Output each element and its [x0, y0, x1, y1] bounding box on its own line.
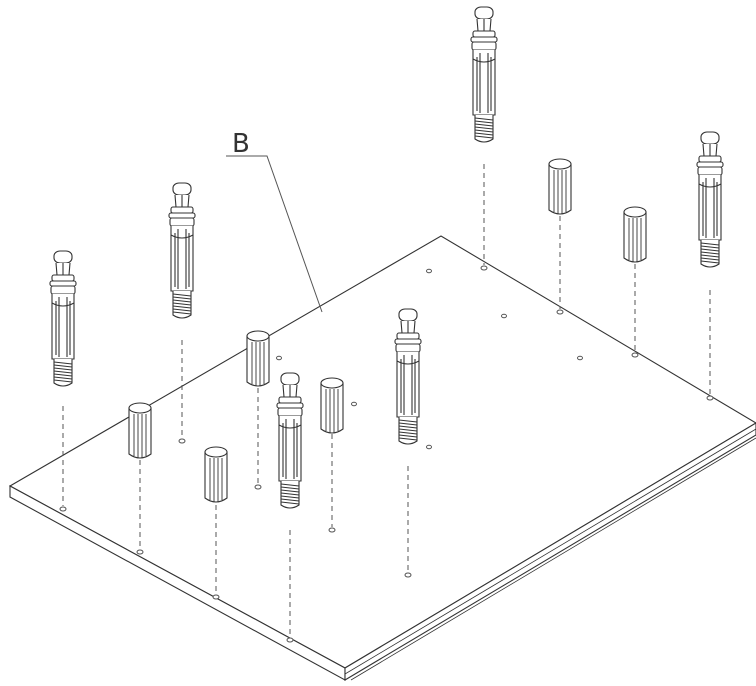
- wooden-dowel: [548, 158, 572, 215]
- pre-drilled-hole: [351, 401, 357, 407]
- pre-drilled-hole: [178, 438, 186, 444]
- leader-line: [226, 155, 323, 313]
- holes: [59, 265, 714, 643]
- pre-drilled-hole: [556, 309, 564, 315]
- wooden-dowel: [320, 377, 344, 434]
- long-connector-bolt: [49, 250, 77, 387]
- pre-drilled-hole: [577, 355, 583, 361]
- pre-drilled-hole: [480, 265, 488, 271]
- wooden-dowel: [246, 330, 270, 387]
- long-connector-bolt: [696, 131, 724, 268]
- pre-drilled-hole: [212, 594, 220, 600]
- pre-drilled-hole: [276, 355, 282, 361]
- pre-drilled-hole: [706, 395, 714, 401]
- panel-top-face: [8, 235, 756, 669]
- long-connector-bolt: [470, 6, 498, 143]
- pre-drilled-hole: [631, 352, 639, 358]
- panel-groove-line: [344, 428, 756, 675]
- panel-groove-line: [350, 437, 756, 681]
- pre-drilled-hole: [59, 506, 67, 512]
- wooden-dowel: [204, 446, 228, 503]
- pre-drilled-hole: [426, 444, 432, 450]
- pre-drilled-hole: [328, 527, 336, 533]
- pre-drilled-hole: [404, 572, 412, 578]
- panel: [8, 235, 756, 681]
- pre-drilled-hole: [286, 637, 294, 643]
- guide-lines: [62, 164, 711, 637]
- long-connector-bolt: [168, 182, 196, 319]
- pre-drilled-hole: [426, 268, 432, 274]
- wooden-dowel: [623, 206, 647, 263]
- part-label-b: B: [226, 129, 323, 313]
- pre-drilled-hole: [501, 313, 507, 319]
- part-label: B: [232, 129, 250, 159]
- pre-drilled-hole: [254, 484, 262, 490]
- pre-drilled-hole: [136, 549, 144, 555]
- wooden-dowel: [128, 402, 152, 459]
